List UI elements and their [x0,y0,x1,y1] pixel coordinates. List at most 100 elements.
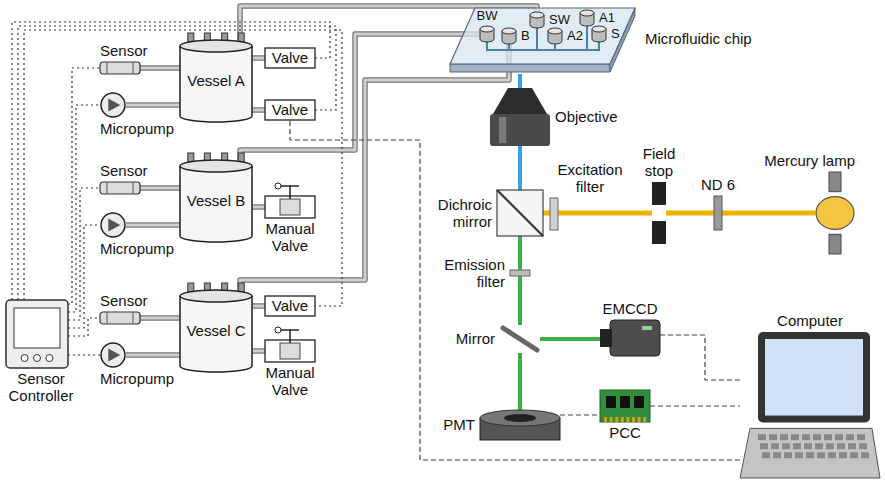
excitation-beam [558,211,652,216]
tube-casing [126,102,180,108]
tube-casing [240,44,509,290]
component-label: Vessel C [186,323,245,340]
flow-sensor-shape [100,62,140,74]
micropump: Micropump [100,92,126,118]
valve-box: Valve [265,48,315,68]
excitation-beam [518,74,522,88]
micropump: Micropump [100,342,126,368]
manual-valve: Manual Valve [265,340,315,362]
component-label: Sensor [100,163,148,180]
emission-beam [518,276,522,325]
control-wire [12,22,330,300]
computer-shape [740,332,880,478]
tube-casing [252,303,265,309]
excitation-beam [666,211,714,216]
flow-sensor-shape [100,182,140,194]
excitation-filter-shape [550,198,558,230]
manual-valve-shape [265,196,315,218]
component-label: PMT [443,417,475,434]
excitation-filter: Excitation filter [550,198,558,230]
data-cable [290,120,740,460]
objective-lens: Objective [490,88,550,146]
component-label: Sensor [100,293,148,310]
control-wire [68,105,100,312]
tube-casing [252,55,265,61]
tubing [252,109,265,112]
vessel: Vessel C [180,290,252,372]
component-label: Dichroic mirror [428,197,492,230]
reservoir-shape [592,26,606,42]
mirror: Mirror [500,325,540,353]
computer: Computer [740,332,880,478]
reservoir: B [502,28,516,44]
component-label: Manual Valve [260,221,320,254]
nd-filter: ND 6 [714,196,722,230]
reservoir-shape [548,28,562,44]
component-label: Field stop [635,146,683,179]
field-stop: Field stop [652,182,666,244]
micropump-shape [100,342,126,368]
excitation-beam [543,211,550,216]
vessel: Vessel A [180,40,252,122]
pmt-detector-shape [480,410,560,440]
emccd-camera-shape [600,320,660,356]
micropump: Micropump [100,212,126,238]
component-label: BW [477,9,498,23]
excitation-beam [722,211,815,216]
reservoir: A1 [580,10,594,26]
tubing [140,187,180,190]
reservoir-shape [530,12,544,28]
control-wire [18,26,336,300]
tubing [240,34,480,160]
tube-casing [126,222,180,228]
component-label: SW [549,13,570,27]
component-label: ND 6 [701,177,735,194]
emission-filter-shape [510,270,530,276]
reservoir: SW [530,12,544,28]
component-label: A1 [599,11,615,25]
component-label: Mirror [456,331,495,348]
dichroic-mirror-shape [497,190,543,236]
flow-sensor: Sensor [100,312,140,324]
emission-beam [518,236,522,270]
tubing [126,104,180,107]
tubing [252,305,265,308]
tubing [252,350,265,353]
tube-casing [140,185,180,191]
control-wire [68,318,100,336]
component-label: B [521,29,530,43]
component-label: Sensor [100,43,148,60]
data-cable [650,405,740,406]
component-label: S [611,27,620,41]
field-stop-shape [652,182,666,244]
component-label: Micropump [100,371,174,388]
control-wire [24,30,342,306]
reservoir-shape [502,28,516,44]
control-wire [68,225,100,328]
vessel: Vessel B [180,160,252,242]
component-label: Valve [272,50,308,67]
component-label: PCC [609,425,641,442]
tubing [126,354,180,357]
pcc-board: PCC [600,390,650,422]
tube-casing [252,348,265,354]
tube-casing [140,315,180,321]
component-label: Excitation filter [550,162,630,195]
tube-casing [252,107,265,113]
tubing [252,57,265,60]
pmt-detector: PMT [480,410,560,440]
tubing [126,224,180,227]
tube-casing [140,65,180,71]
sensor-controller-shape [6,300,68,368]
data-cable [660,335,740,380]
component-label: Mercury lamp [764,153,855,170]
flow-sensor: Sensor [100,62,140,74]
reservoir-shape [480,26,494,42]
reservoir-shape [580,10,594,26]
component-label: Micropump [100,241,174,258]
microfluidic-chip: SWA1BWBA2SMicrofluidic chip [420,4,640,74]
manual-valve: Manual Valve [265,196,315,218]
component-label: Vessel B [187,193,245,210]
component-label: Vessel A [187,73,245,90]
reservoir: BW [480,26,494,42]
